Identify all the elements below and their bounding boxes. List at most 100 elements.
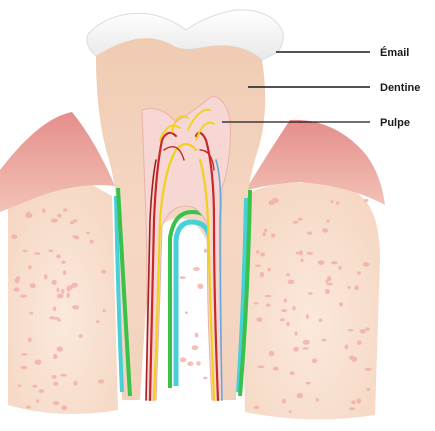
bone-spot	[365, 368, 372, 371]
bone-spot	[86, 232, 90, 234]
bone-spot	[266, 304, 271, 307]
bone-spot	[325, 289, 330, 294]
bone-spot	[18, 384, 21, 387]
bone-spot	[196, 361, 201, 366]
bone-spot	[294, 332, 297, 336]
bone-spot	[271, 234, 275, 238]
bone-spot	[57, 294, 64, 299]
bone-spot	[14, 287, 20, 291]
bone-spot	[60, 374, 67, 377]
bone-spot	[306, 314, 309, 319]
bone-spot	[185, 311, 188, 314]
bone-spot	[301, 258, 304, 262]
bone-spot	[53, 401, 60, 405]
bone-spot	[331, 261, 338, 264]
bone-spot	[330, 200, 333, 203]
bone-spot	[303, 340, 310, 345]
bone-spot	[351, 400, 356, 404]
bone-spot	[306, 382, 311, 385]
bone-spot	[268, 200, 274, 205]
bone-spot	[254, 406, 260, 409]
bone-spot	[303, 347, 309, 350]
bone-spot	[72, 235, 78, 238]
bone-spot	[363, 262, 370, 267]
bone-spot	[286, 273, 290, 276]
bone-spot	[256, 250, 260, 253]
bone-spot	[21, 353, 28, 355]
bone-spot	[30, 283, 36, 288]
bone-spot	[52, 375, 57, 379]
bone-spot	[193, 267, 200, 271]
bone-spot	[179, 276, 186, 279]
bone-spot	[290, 371, 295, 375]
bone-spot	[357, 340, 362, 345]
bone-spot	[20, 295, 27, 298]
bone-spot	[28, 265, 31, 269]
bone-spot	[260, 252, 265, 256]
bone-spot	[53, 382, 59, 386]
bone-spot	[254, 302, 259, 304]
bone-spot	[354, 285, 359, 290]
bone-spot	[72, 305, 79, 310]
bone-spot	[89, 240, 94, 244]
bone-spot	[298, 218, 303, 221]
bone-spot	[51, 218, 58, 222]
bone-spot	[312, 358, 318, 363]
bone-spot	[53, 306, 56, 311]
bone-spot	[273, 367, 279, 371]
bone-spot	[327, 276, 331, 281]
bone-spot	[192, 345, 199, 350]
bone-spot	[39, 389, 45, 393]
bone-spot	[307, 252, 313, 255]
dentin-label: Dentine	[380, 82, 420, 94]
bone-spot	[53, 354, 57, 359]
bone-spot	[284, 299, 287, 303]
bone-spot	[52, 317, 59, 320]
bone-spot	[326, 219, 329, 222]
bone-spot	[345, 345, 349, 350]
bone-spot	[256, 317, 262, 322]
bone-spot	[282, 399, 286, 404]
bone-spot	[263, 232, 266, 236]
bone-spot	[49, 250, 54, 253]
bone-spot	[307, 232, 312, 235]
bone-spot	[21, 366, 28, 369]
bone-spot	[32, 385, 37, 388]
bone-spot	[308, 292, 313, 295]
bone-spot	[70, 221, 75, 224]
bone-spot	[316, 398, 319, 402]
bone-spot	[79, 334, 83, 338]
bone-spot	[292, 306, 295, 310]
bone-spot	[280, 319, 286, 322]
bone-spot	[357, 271, 361, 274]
bone-spot	[44, 274, 47, 279]
bone-spot	[296, 252, 300, 255]
bone-spot	[26, 406, 31, 409]
bone-spot	[61, 261, 66, 264]
bone-spot	[319, 318, 323, 322]
bone-spot	[61, 289, 65, 294]
bone-spot	[28, 337, 32, 342]
bone-spot	[103, 309, 106, 313]
bone-spot	[63, 208, 67, 212]
bone-spot	[366, 388, 370, 391]
bone-spot	[29, 312, 33, 314]
bone-spot	[289, 411, 292, 413]
bone-spot	[360, 329, 366, 334]
pulp-label: Pulpe	[380, 117, 410, 129]
bone-spot	[195, 333, 199, 338]
bone-spot	[73, 381, 77, 386]
enamel-label: Émail	[380, 46, 409, 59]
bone-spot	[203, 377, 207, 380]
bone-spot	[57, 214, 61, 218]
bone-spot	[67, 293, 70, 299]
bone-spot	[267, 268, 270, 272]
bone-spot	[326, 283, 333, 286]
bone-spot	[56, 254, 61, 258]
bone-spot	[34, 252, 40, 255]
bone-spot	[260, 272, 265, 278]
bone-spot	[61, 405, 67, 410]
bone-spot	[339, 302, 343, 306]
bone-spot	[347, 286, 350, 289]
